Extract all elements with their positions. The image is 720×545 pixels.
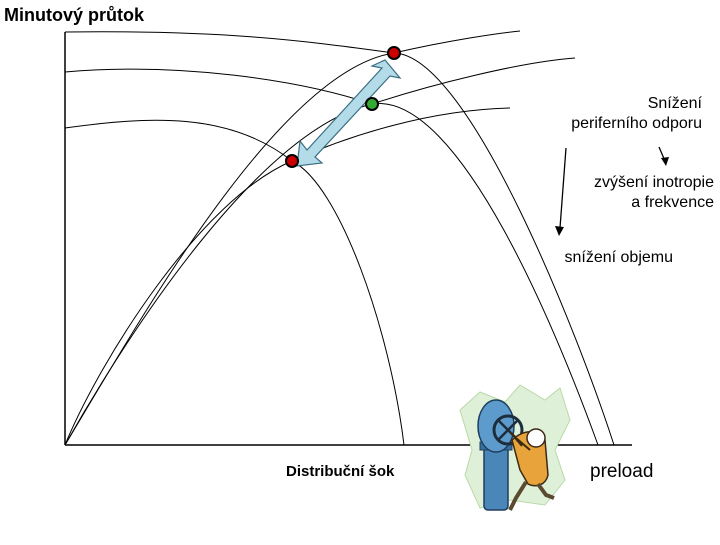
operating-point-normal <box>387 46 401 60</box>
valve-wheel <box>492 414 524 446</box>
arrowhead-resistance <box>661 157 669 166</box>
man-legs <box>508 480 555 511</box>
arrow-inotropy <box>559 147 567 229</box>
man-arms <box>509 431 531 451</box>
annotation-volume: snížení objemu <box>564 249 673 266</box>
operating-point-treated <box>365 97 379 111</box>
x-axis-label-right: preload <box>590 461 654 482</box>
annotation-resistance: Snížení periferního odporu <box>548 94 702 135</box>
annotation-resistance-line-1: Snížení <box>647 95 702 112</box>
venous-return-curve-upper <box>64 30 521 54</box>
arrowhead-inotropy <box>555 226 564 236</box>
operating-point-distributive-shock <box>285 154 299 168</box>
annotation-inotropy: zvýšení inotropie a frekvence <box>556 173 714 214</box>
valve-man-illustration <box>459 384 571 511</box>
venous-return-curve-lower <box>64 107 511 162</box>
venous-return-curve-middle <box>64 57 576 105</box>
cardiac-function-curve-shock <box>64 160 405 446</box>
man-head <box>526 428 546 448</box>
x-axis-label-left: Distribuční šok <box>286 463 395 480</box>
double-arrow <box>296 59 402 167</box>
cardiac-function-curve-normal <box>64 52 615 446</box>
annotation-inotropy-line-2: a frekvence <box>631 194 714 212</box>
y-axis-label: Minutový průtok <box>4 5 144 25</box>
annotation-resistance-line-2: periferního odporu <box>571 115 702 133</box>
operating-points <box>285 46 401 168</box>
valve-wheel-spoke <box>497 419 519 441</box>
annotation-inotropy-line-1: zvýšení inotropie <box>593 174 714 191</box>
